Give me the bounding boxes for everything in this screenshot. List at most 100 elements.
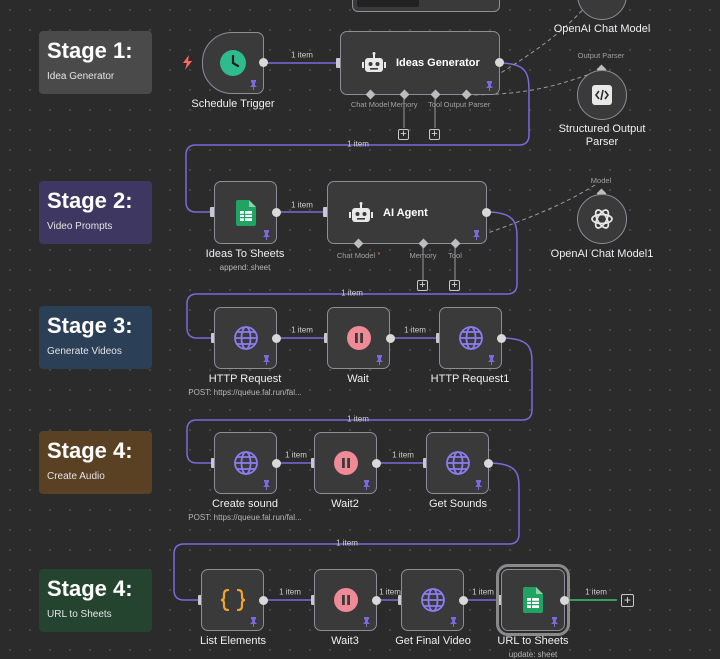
input-handle[interactable] — [211, 458, 216, 468]
input-handle[interactable] — [398, 595, 403, 605]
wait2-label: Wait2 — [331, 498, 359, 510]
input-handle[interactable] — [198, 595, 203, 605]
output-handle[interactable] — [372, 596, 381, 605]
output-handle[interactable] — [497, 334, 506, 343]
list-elements-node[interactable] — [201, 569, 264, 631]
input-handle[interactable] — [210, 207, 215, 217]
add-tool-button[interactable]: + — [429, 129, 440, 140]
ai-agent-node[interactable]: AI Agent — [327, 181, 487, 244]
schedule-trigger-node[interactable] — [202, 32, 264, 94]
port-label: Output Parser — [577, 51, 625, 60]
url-to-sheets-label: URL to Sheets — [497, 635, 569, 647]
stage-subtitle: Video Prompts — [47, 221, 113, 232]
ideas-to-sheets-node[interactable] — [214, 181, 277, 244]
globe-icon — [420, 588, 445, 612]
output-handle[interactable] — [459, 596, 468, 605]
stage-note-4[interactable]: Stage 4: Create Audio — [39, 431, 152, 494]
add-tool-button[interactable]: + — [449, 280, 460, 291]
input-handle[interactable] — [497, 595, 502, 605]
bolt-icon — [183, 55, 192, 70]
http-request-node[interactable] — [214, 307, 277, 369]
input-handle[interactable] — [311, 595, 316, 605]
input-handle[interactable] — [211, 333, 216, 343]
hidden-node-top[interactable] — [352, 0, 500, 12]
input-handle[interactable] — [336, 58, 341, 68]
output-handle[interactable] — [272, 334, 281, 343]
stage-title: Stage 2: — [47, 188, 133, 213]
stage-note-5[interactable]: Stage 4: URL to Sheets — [39, 569, 152, 632]
port-label: Tool — [448, 251, 462, 260]
output-handle[interactable] — [259, 596, 268, 605]
create-sound-node[interactable] — [214, 432, 277, 494]
port-label: Chat Model — [336, 251, 376, 260]
add-memory-button[interactable]: + — [398, 129, 409, 140]
output-handle[interactable] — [272, 208, 281, 217]
pause-icon — [346, 326, 371, 350]
output-handle[interactable] — [560, 596, 569, 605]
edge-label: 1 item — [404, 325, 426, 335]
get-final-video-label: Get Final Video — [395, 635, 471, 647]
edge-label: 1 item — [291, 50, 313, 60]
structured-output-parser-node[interactable] — [577, 70, 627, 120]
pause-icon — [333, 588, 358, 612]
get-final-video-node[interactable] — [401, 569, 464, 631]
output-handle[interactable] — [495, 58, 504, 67]
pin-icon — [263, 355, 270, 365]
code-icon — [592, 85, 612, 105]
stage-note-3[interactable]: Stage 3: Generate Videos — [39, 306, 152, 369]
ideas-generator-node[interactable]: Ideas Generator — [340, 31, 500, 95]
stage-subtitle: Generate Videos — [47, 346, 122, 357]
edge-label: 1 item — [341, 288, 363, 298]
robot-icon — [362, 52, 386, 72]
edge-label: 1 item — [291, 325, 313, 335]
url-to-sheets-subtitle: update: sheet — [508, 650, 558, 659]
input-handle[interactable] — [311, 458, 316, 468]
pin-icon — [486, 81, 493, 91]
http-request-label: HTTP Request — [208, 373, 282, 385]
url-to-sheets-node[interactable] — [496, 564, 570, 636]
stage-subtitle: URL to Sheets — [47, 609, 112, 620]
wait2-node[interactable] — [314, 432, 377, 494]
wait-node[interactable] — [327, 307, 390, 369]
output-handle[interactable] — [484, 459, 493, 468]
stage-note-2[interactable]: Stage 2: Video Prompts — [39, 181, 152, 244]
pin-icon — [263, 230, 270, 240]
output-handle[interactable] — [386, 334, 395, 343]
openai-chat-model1-node[interactable] — [577, 194, 627, 244]
port-label: Memory — [390, 100, 418, 109]
stage-subtitle: Create Audio — [47, 471, 105, 482]
stage-title: Stage 4: — [47, 576, 133, 601]
add-memory-button[interactable]: + — [417, 280, 428, 291]
http-request-subtitle: POST: https://queue.fal.run/fal... — [188, 388, 302, 397]
schedule-trigger-label: Schedule Trigger — [191, 98, 275, 110]
openai-chat-model-label: OpenAI Chat Model — [553, 23, 651, 35]
ideas-to-sheets-label: Ideas To Sheets — [205, 248, 285, 260]
list-elements-label: List Elements — [199, 635, 267, 647]
globe-icon — [233, 326, 258, 350]
add-node-button[interactable]: + — [621, 594, 634, 607]
globe-icon — [233, 451, 258, 475]
wait3-label: Wait3 — [331, 635, 359, 647]
sheets-icon — [235, 199, 256, 226]
pin-icon — [488, 355, 495, 365]
input-handle[interactable] — [324, 333, 329, 343]
stage-note-1[interactable]: Stage 1: Idea Generator — [39, 31, 152, 94]
stage-title: Stage 1: — [47, 38, 133, 63]
input-handle[interactable] — [423, 458, 428, 468]
pin-icon — [551, 617, 558, 627]
input-handle[interactable] — [436, 333, 441, 343]
output-handle[interactable] — [259, 58, 268, 67]
output-handle[interactable] — [372, 459, 381, 468]
pin-icon — [473, 230, 480, 240]
stage-subtitle: Idea Generator — [47, 71, 115, 82]
http-request1-node[interactable] — [439, 307, 502, 369]
node-name: AI Agent — [383, 206, 428, 219]
output-handle[interactable] — [272, 459, 281, 468]
output-handle[interactable] — [482, 208, 491, 217]
edge-label: 1 item — [285, 450, 307, 460]
get-sounds-node[interactable] — [426, 432, 489, 494]
edge-label: 1 item — [472, 587, 494, 597]
wait3-node[interactable] — [314, 569, 377, 631]
pin-icon — [450, 617, 457, 627]
input-handle[interactable] — [323, 207, 328, 217]
